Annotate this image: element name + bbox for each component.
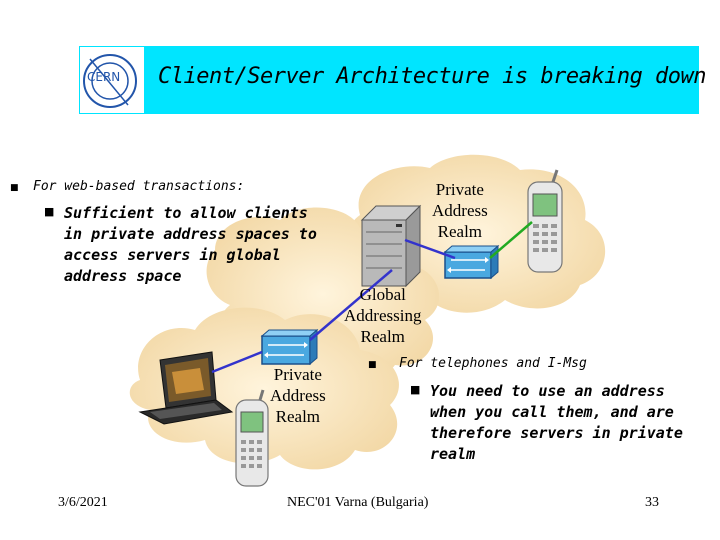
laptop-icon <box>138 351 234 425</box>
phone-icon-top <box>527 169 563 273</box>
phone-icon-left <box>235 389 269 487</box>
bullet-telephones: For telephones and I-Msg <box>399 356 587 371</box>
bullet-marker: ■ <box>410 383 421 396</box>
global-realm-label: Global Addressing Realm <box>344 285 422 346</box>
link-server-router <box>404 238 456 260</box>
bullet-need-address: You need to use an address when you call… <box>430 382 683 463</box>
link-router-server <box>309 269 393 341</box>
bullet-sufficient: Sufficient to allow clients in private a… <box>64 204 317 285</box>
bullet-marker: ■ <box>10 183 19 193</box>
private-realm-cloud-left <box>129 307 399 470</box>
footer-date: 3/6/2021 <box>58 495 108 510</box>
link-router-phone <box>489 221 533 259</box>
cern-logo: CERN <box>80 47 144 113</box>
link-laptop-router <box>211 350 263 374</box>
server-icon <box>360 204 422 288</box>
footer-page-number: 33 <box>645 495 659 510</box>
private-realm-label-top: Private Address Realm <box>432 180 488 241</box>
footer-venue: NEC'01 Varna (Bulgaria) <box>287 495 429 510</box>
slide-title: Client/Server Architecture is breaking d… <box>158 64 707 89</box>
bullet-web-transactions: For web-based transactions: <box>33 179 245 194</box>
logo-text: CERN <box>87 70 120 84</box>
bullet-marker: ■ <box>368 360 377 370</box>
router-icon-left <box>260 328 319 366</box>
router-icon-top <box>443 244 500 280</box>
bullet-marker: ■ <box>44 205 55 218</box>
title-bar <box>79 46 699 114</box>
cern-logo-icon: CERN <box>83 54 137 108</box>
private-realm-label-left: Private Address Realm <box>270 365 326 426</box>
